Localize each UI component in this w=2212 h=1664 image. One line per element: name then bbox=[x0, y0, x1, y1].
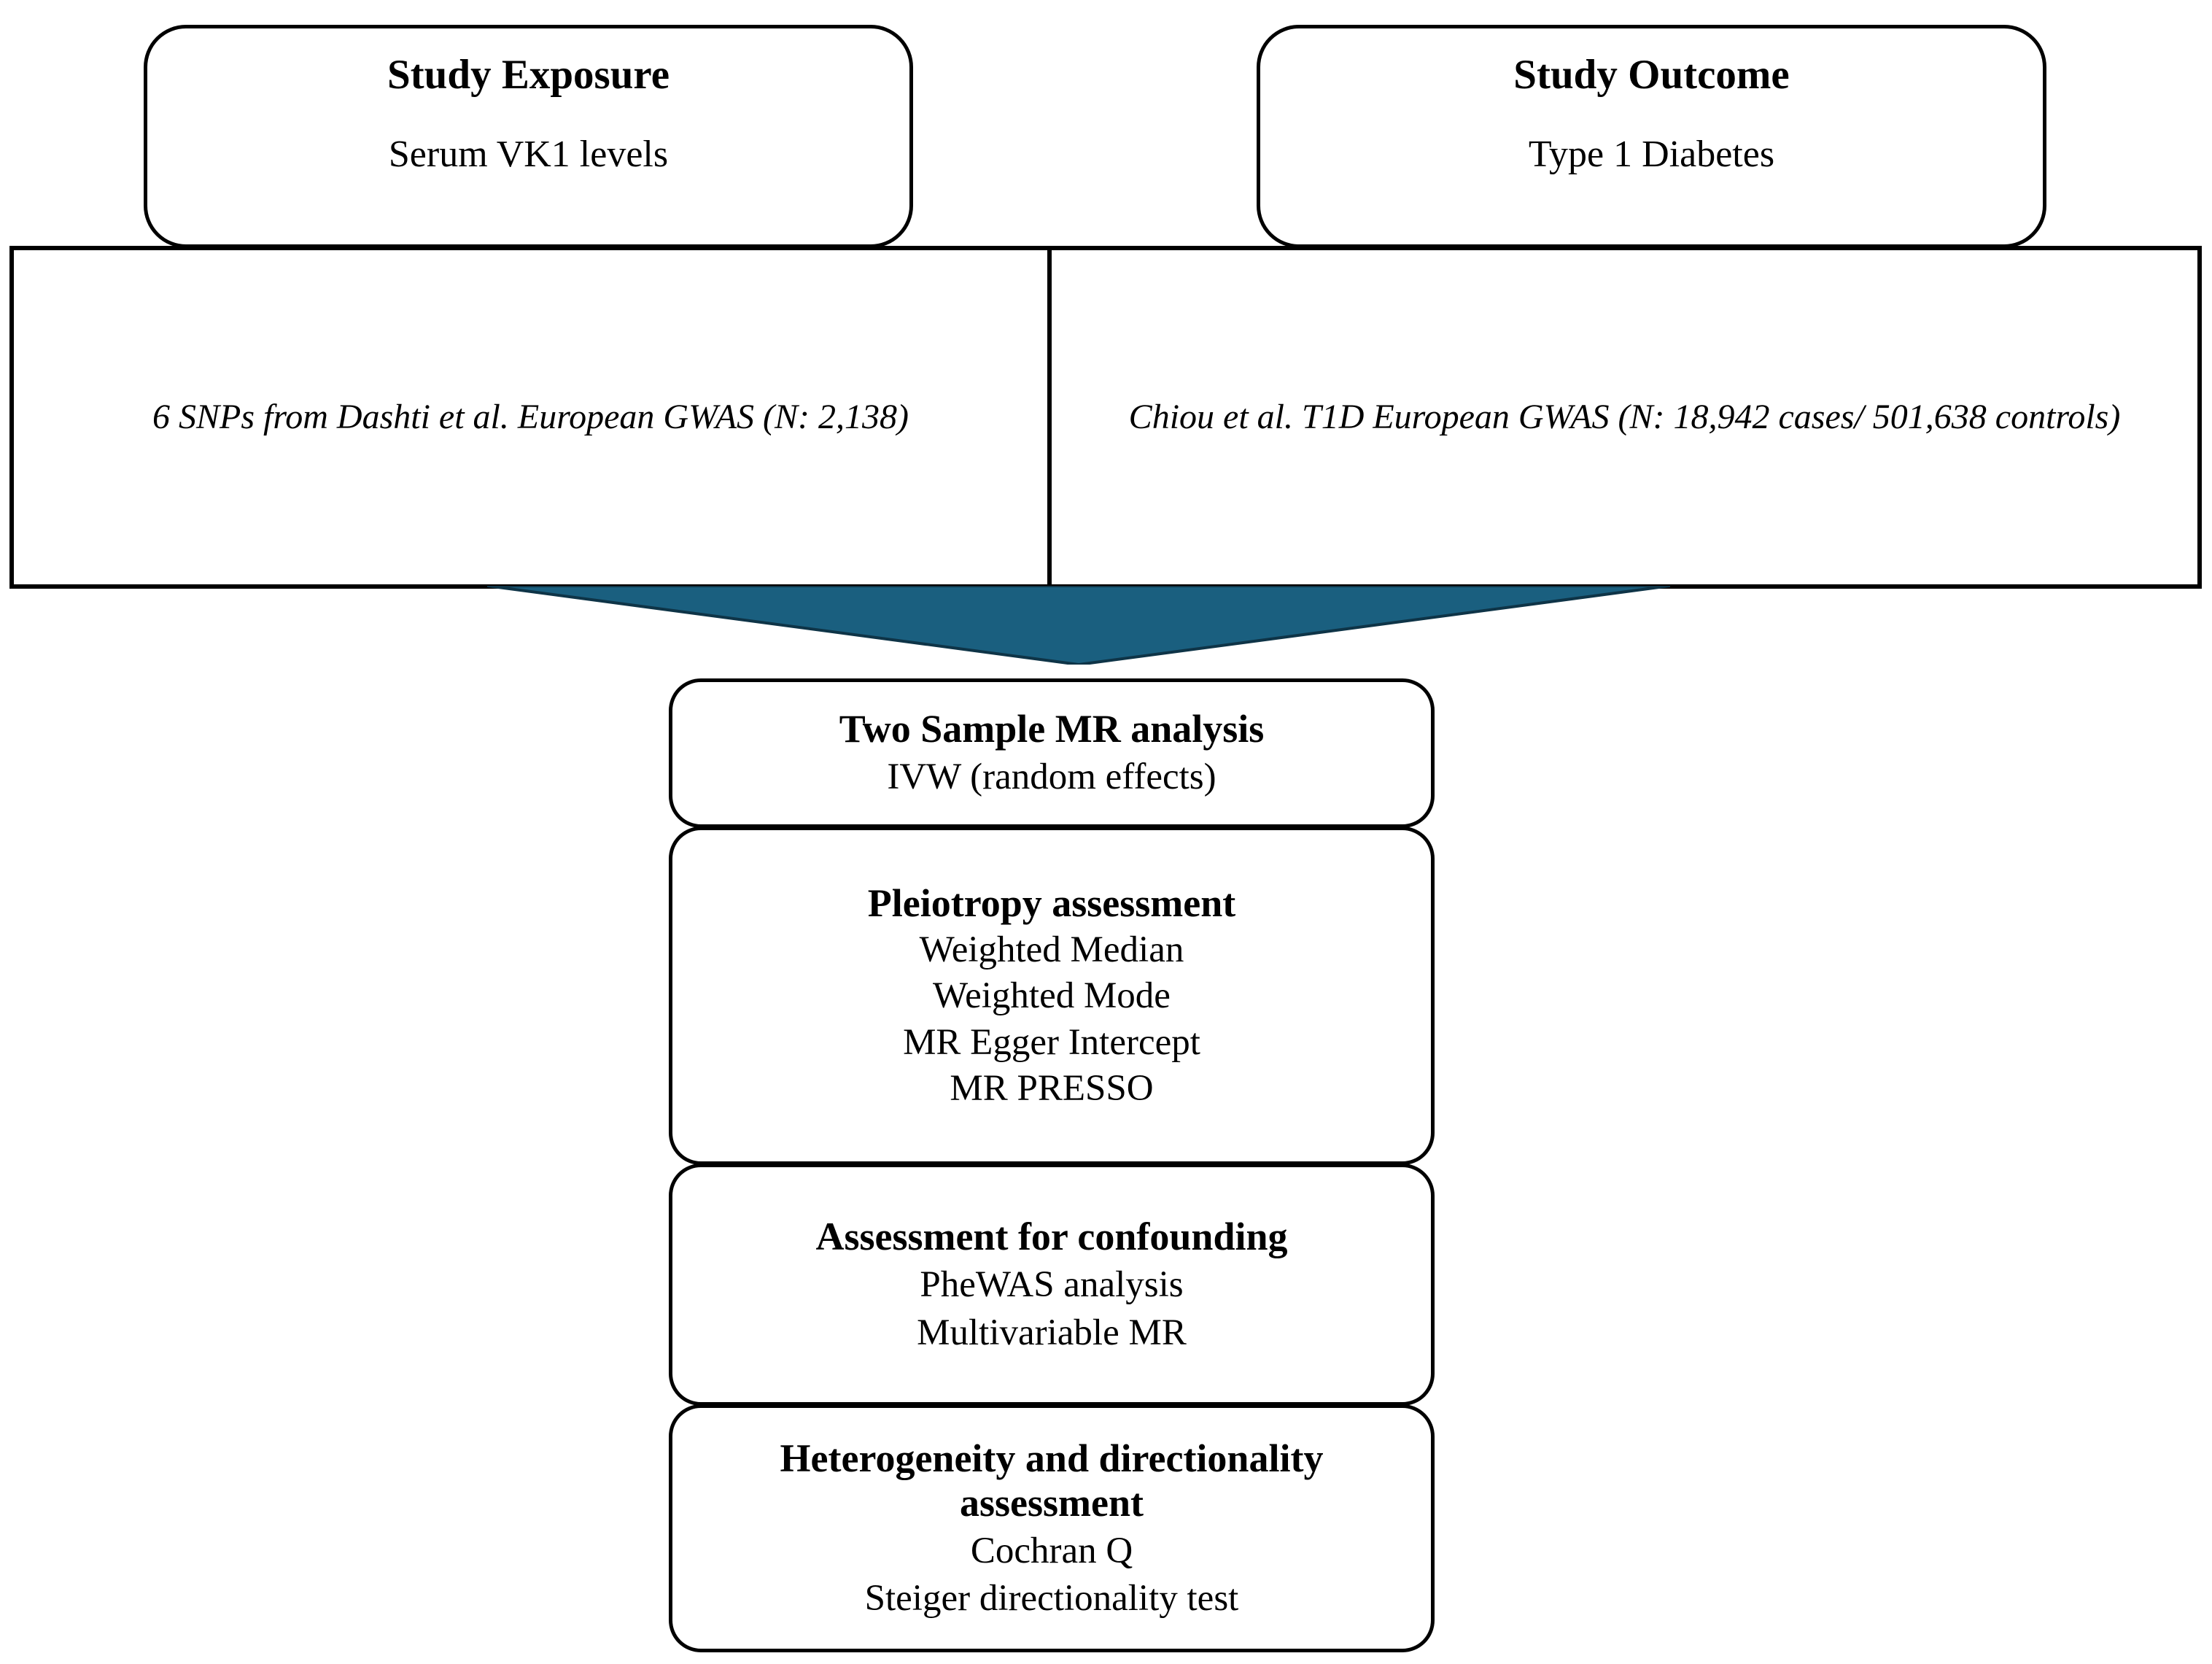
outcome-gwas-cell: Chiou et al. T1D European GWAS (N: 18,94… bbox=[1052, 250, 2197, 584]
step-item: Cochran Q bbox=[970, 1530, 1133, 1571]
step-title: Heterogeneity and directionality assessm… bbox=[780, 1436, 1324, 1525]
study-exposure-subtitle: Serum VK1 levels bbox=[388, 133, 669, 175]
analysis-step-pleiotropy: Pleiotropy assessment Weighted Median We… bbox=[669, 827, 1435, 1165]
step-item: MR PRESSO bbox=[950, 1067, 1154, 1109]
step-item: IVW (random effects) bbox=[887, 756, 1216, 798]
exposure-gwas-cell: 6 SNPs from Dashti et al. European GWAS … bbox=[14, 250, 1052, 584]
analysis-step-heterogeneity: Heterogeneity and directionality assessm… bbox=[669, 1404, 1435, 1652]
analysis-step-two-sample-mr: Two Sample MR analysis IVW (random effec… bbox=[669, 678, 1435, 828]
study-exposure-title: Study Exposure bbox=[387, 52, 670, 98]
study-outcome-title: Study Outcome bbox=[1513, 52, 1790, 98]
down-triangle-polygon bbox=[487, 586, 1670, 665]
step-item: Weighted Median bbox=[919, 929, 1184, 971]
step-item: MR Egger Intercept bbox=[903, 1021, 1200, 1063]
step-item: Weighted Mode bbox=[933, 975, 1171, 1017]
study-outcome-box: Study Outcome Type 1 Diabetes bbox=[1257, 25, 2046, 248]
down-triangle-icon bbox=[487, 586, 1670, 665]
down-triangle-shape bbox=[487, 586, 1670, 665]
step-item: Steiger directionality test bbox=[864, 1578, 1239, 1620]
exposure-gwas-text: 6 SNPs from Dashti et al. European GWAS … bbox=[152, 397, 909, 436]
analysis-step-confounding: Assessment for confounding PheWAS analys… bbox=[669, 1164, 1435, 1406]
study-exposure-box: Study Exposure Serum VK1 levels bbox=[144, 25, 913, 248]
step-title: Assessment for confounding bbox=[815, 1215, 1288, 1259]
gwas-sources-rectangle: 6 SNPs from Dashti et al. European GWAS … bbox=[9, 246, 2202, 589]
study-outcome-subtitle: Type 1 Diabetes bbox=[1528, 133, 1775, 175]
outcome-gwas-text: Chiou et al. T1D European GWAS (N: 18,94… bbox=[1128, 397, 2121, 436]
step-title: Two Sample MR analysis bbox=[839, 707, 1265, 751]
step-item: Multivariable MR bbox=[917, 1312, 1187, 1353]
step-title: Pleiotropy assessment bbox=[867, 881, 1236, 926]
step-item: PheWAS analysis bbox=[920, 1264, 1184, 1306]
